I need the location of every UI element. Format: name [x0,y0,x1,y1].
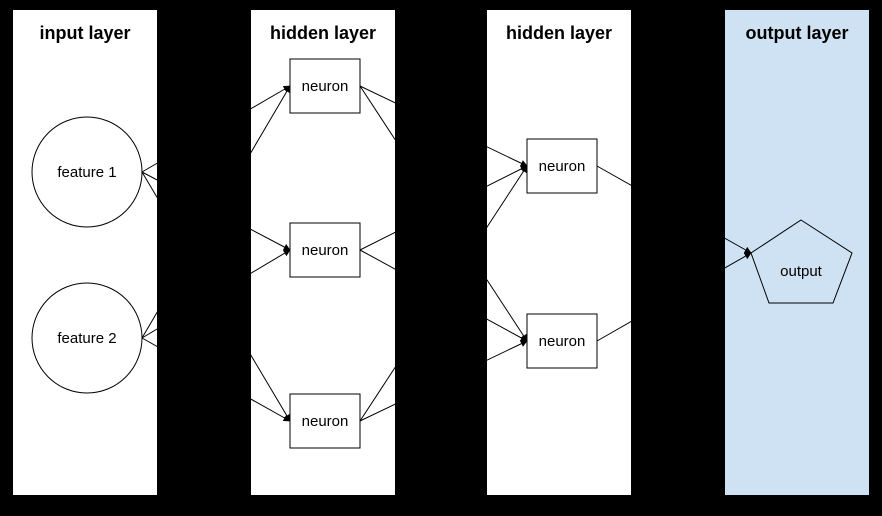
layer-column-hidden-2: hidden layer [487,10,631,495]
layer-column-hidden-1: hidden layer [251,10,395,495]
layer-column-input: input layer [13,10,157,495]
layer-column-output: output layer [725,10,869,495]
layer-title-output: output layer [745,23,849,43]
layer-title-hidden-2: hidden layer [505,23,613,43]
layer-title-input: input layer [39,23,131,43]
layer-title-hidden-1: hidden layer [269,23,377,43]
